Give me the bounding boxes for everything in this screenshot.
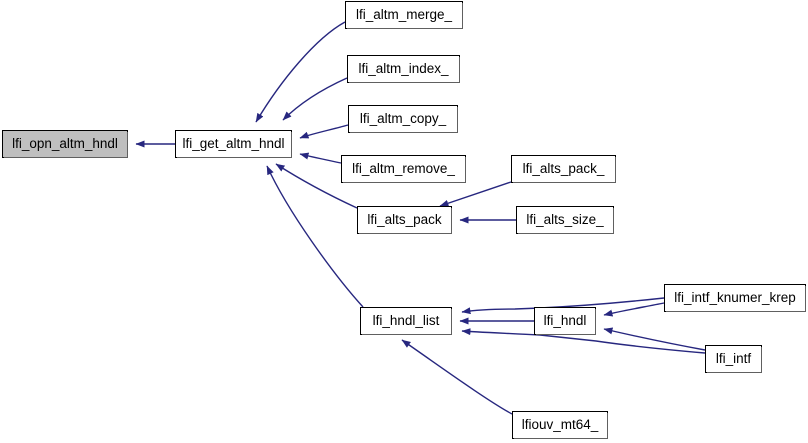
graph-node-label: lfi_hndl [543,313,587,329]
graph-edge-intf-to-hndl [603,327,706,351]
graph-edge-altm_merge-to-get_altm_hndl [255,21,346,123]
graph-node-label: lfi_alts_pack_ [522,161,605,177]
graph-node-opn_altm_hndl[interactable]: lfi_opn_altm_hndl [2,130,128,158]
graph-node-label: lfi_altm_merge_ [355,7,453,23]
graph-edge-altm_copy-to-get_altm_hndl [299,124,349,139]
graph-node-label: lfiouv_mt64_ [521,417,599,433]
graph-node-label: lfi_altm_copy_ [359,111,447,127]
graph-node-label: lfi_altm_index_ [358,61,449,77]
graph-edge-alts_pack-to-get_altm_hndl [275,163,358,209]
graph-node-label: lfi_alts_size_ [526,212,604,228]
graph-edge-intf-to-hndl_list [461,328,706,354]
graph-edge-alts_pack_u-to-alts_pack [439,181,512,207]
graph-edge-altm_remove-to-get_altm_hndl [299,152,342,164]
graph-node-label: lfi_get_altm_hndl [182,136,285,152]
graph-edge-hndl_list-to-get_altm_hndl [266,165,364,308]
graph-node-ouv_mt64[interactable]: lfiouv_mt64_ [512,411,608,439]
graph-edge-ouv_mt64-to-hndl_list [401,339,513,415]
graph-node-alts_size[interactable]: lfi_alts_size_ [516,206,614,234]
graph-node-label: lfi_opn_altm_hndl [12,136,118,152]
graph-node-get_altm_hndl[interactable]: lfi_get_altm_hndl [175,130,292,158]
graph-node-alts_pack[interactable]: lfi_alts_pack [357,206,452,234]
graph-node-label: lfi_hndl_list [372,313,440,329]
graph-node-alts_pack_u[interactable]: lfi_alts_pack_ [511,155,616,183]
graph-node-intf_knumer_krep[interactable]: lfi_intf_knumer_krep [664,284,806,312]
graph-node-hndl[interactable]: lfi_hndl [534,307,596,335]
graph-node-altm_merge[interactable]: lfi_altm_merge_ [345,1,463,29]
graph-edge-altm_index-to-get_altm_hndl [282,77,348,121]
graph-node-label: lfi_altm_remove_ [352,161,455,177]
graph-node-altm_copy[interactable]: lfi_altm_copy_ [348,105,458,133]
graph-node-label: lfi_intf [715,351,752,367]
graph-node-altm_remove[interactable]: lfi_altm_remove_ [341,155,466,183]
graph-edge-intf_knumer_krep-to-hndl [603,302,665,317]
graph-node-altm_index[interactable]: lfi_altm_index_ [347,55,460,83]
graph-node-label: lfi_intf_knumer_krep [674,290,796,306]
graph-node-intf[interactable]: lfi_intf [705,345,762,373]
graph-node-hndl_list[interactable]: lfi_hndl_list [360,307,452,335]
graph-node-label: lfi_alts_pack [367,212,442,228]
